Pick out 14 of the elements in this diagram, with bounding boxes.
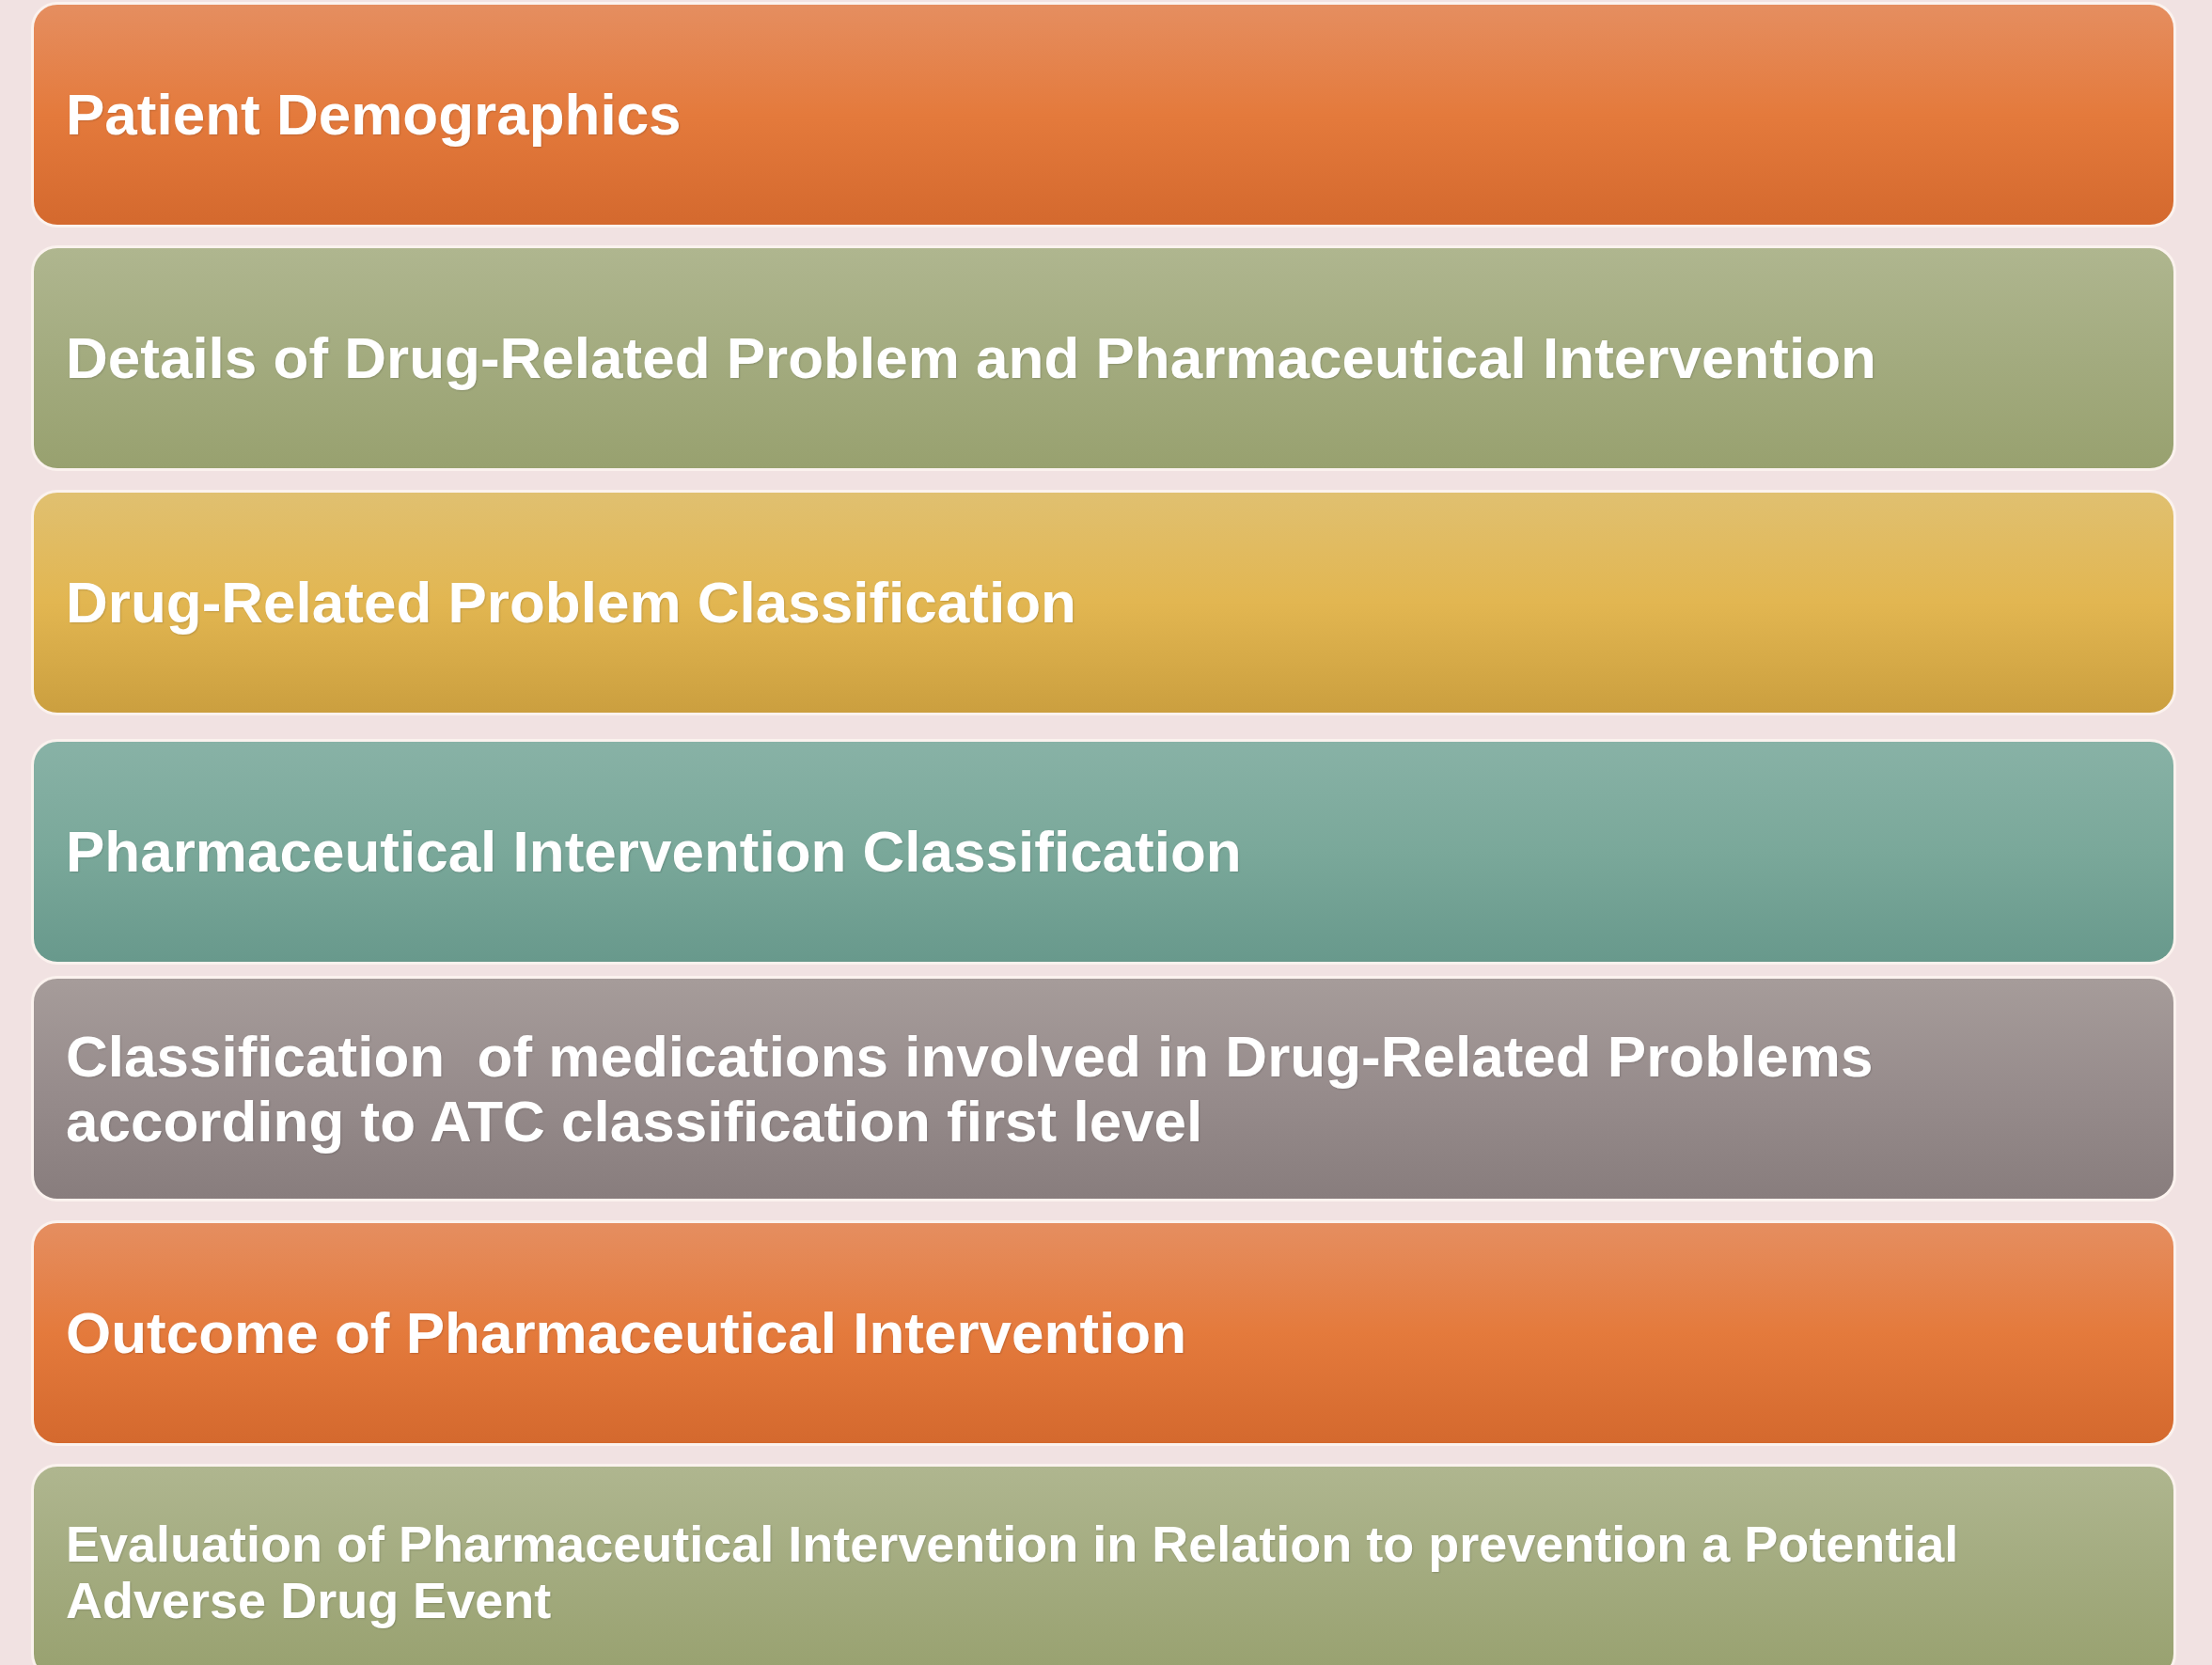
section-band bbox=[31, 739, 2176, 965]
section-title: Outcome of Pharmaceutical Intervention bbox=[66, 1300, 1187, 1366]
section-band bbox=[31, 245, 2176, 471]
section-title: Patient Demographics bbox=[66, 82, 682, 148]
section-band bbox=[31, 490, 2176, 715]
section-band bbox=[31, 1220, 2176, 1446]
section-title: Pharmaceutical Intervention Classification bbox=[66, 819, 1242, 885]
section-title: Details of Drug-Related Problem and Pharmaceutical Intervention bbox=[66, 325, 1876, 391]
section-band bbox=[31, 1464, 2176, 1665]
section-title: Classification of medications involved in Drug-Related Problems according to ATC classification first level bbox=[66, 1023, 1875, 1155]
section-title: Evaluation of Pharmaceutical Intervention in Relation to prevention a Potential Adverse Drug Event bbox=[66, 1515, 1960, 1629]
section-title: Drug-Related Problem Classification bbox=[66, 570, 1076, 636]
section-band bbox=[31, 976, 2176, 1202]
section-band bbox=[31, 2, 2176, 228]
